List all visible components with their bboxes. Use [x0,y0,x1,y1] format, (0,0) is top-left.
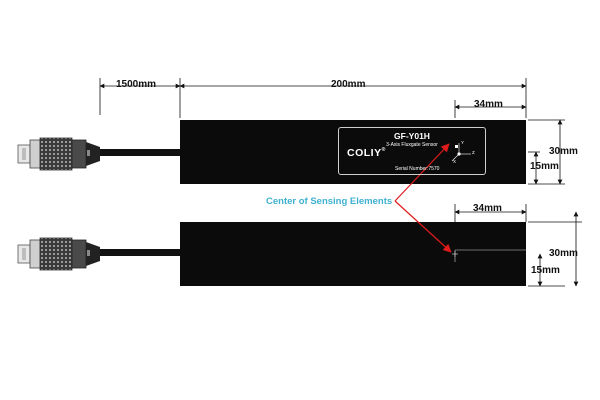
sensor-nameplate: GF-Y01H 3-Axis Fluxgate Sensor COLIY® Y … [338,127,486,175]
top-cable [100,149,180,156]
bottom-sensor-body [180,222,526,286]
bottom-connector [17,237,100,271]
dim-label-height-bottom: 30mm [549,248,578,259]
axis-label-x: X [453,159,457,164]
registered-mark: ® [381,147,386,153]
dim-label-body: 200mm [331,79,366,90]
dim-label-offset-top: 34mm [474,99,503,110]
dimension-34mm-top [454,100,527,118]
dimension-34mm-bottom [454,204,527,222]
axis-label-y: Y [461,140,465,145]
brand-name: COLIY [347,147,382,159]
bottom-cable [100,249,180,256]
sensing-center-marker [452,249,526,262]
dimension-200mm [179,78,527,118]
sensor-subtitle: 3-Axis Fluxgate Sensor [386,142,438,148]
dim-label-height-top: 30mm [549,146,578,157]
dim-label-cable: 1500mm [116,79,157,90]
dimension-30mm-top [528,119,565,185]
brand-logo: COLIY® [347,148,386,159]
top-connector [17,137,100,171]
sensing-center-label: Center of Sensing Elements [266,196,393,207]
dim-label-half-bottom: 15mm [531,265,560,276]
dim-label-half-top: 15mm [530,161,559,172]
model-number: GF-Y01H [394,131,430,141]
dimension-30mm-bottom [528,211,582,287]
serial-number: Serial Number:7570 [395,166,440,172]
top-sensor-body [180,120,526,184]
dim-label-offset-bottom: 34mm [473,203,502,214]
axis-label-z: Z [472,150,475,155]
axes-icon: Y Z X [449,140,477,166]
callout-arrows [394,143,452,253]
